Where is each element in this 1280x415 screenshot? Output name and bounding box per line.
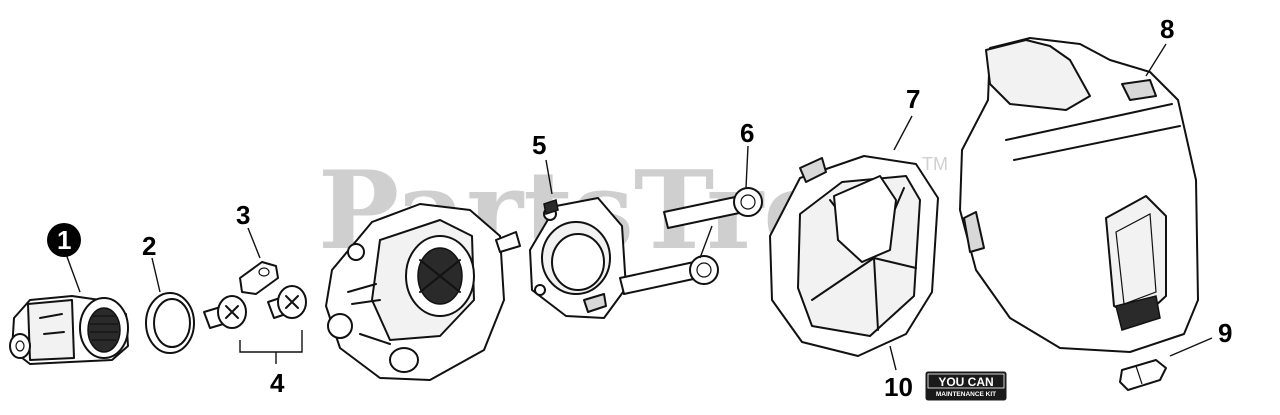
part-8-filter-cover[interactable]: [959, 37, 1199, 353]
callout-3: 3: [236, 200, 250, 230]
carburetor: [325, 203, 521, 381]
kit-badge-background: [925, 371, 1007, 401]
leader-lines: [65, 43, 1213, 371]
part-2-gasket-ring[interactable]: [145, 292, 195, 354]
callout-4: 4: [270, 368, 285, 398]
callout-6: 6: [740, 118, 754, 148]
callout-5: 5: [532, 130, 546, 160]
callout-2: 2: [142, 231, 156, 261]
kit-badge-frame: [927, 373, 1005, 389]
watermark-trademark: TM: [922, 154, 948, 174]
part-3-clip[interactable]: [239, 261, 279, 295]
callout-7: 7: [906, 84, 920, 114]
kit-badge-title: YOU CAN: [938, 375, 993, 389]
callout-1: 1: [57, 225, 71, 255]
callout-10: 10: [884, 372, 913, 402]
callout-8: 8: [1160, 14, 1174, 44]
callout-1-circle: [47, 223, 81, 257]
callout-labels: 1 2 3 4 5 6 7 8 9 10: [47, 14, 1232, 402]
part-1-intake-adapter[interactable]: [9, 295, 129, 365]
part-7-air-filter[interactable]: [769, 155, 939, 357]
kit-badge-subtitle: MAINTENANCE KIT: [936, 391, 996, 398]
part-5-flange[interactable]: [529, 197, 627, 319]
maintenance-kit-badge[interactable]: YOU CAN MAINTENANCE KIT: [925, 371, 1007, 401]
part-9-small-clip[interactable]: [1119, 359, 1167, 391]
callout-9: 9: [1218, 318, 1232, 348]
part-6-bolts[interactable]: [619, 187, 763, 295]
part-4-screws[interactable]: [203, 285, 307, 329]
